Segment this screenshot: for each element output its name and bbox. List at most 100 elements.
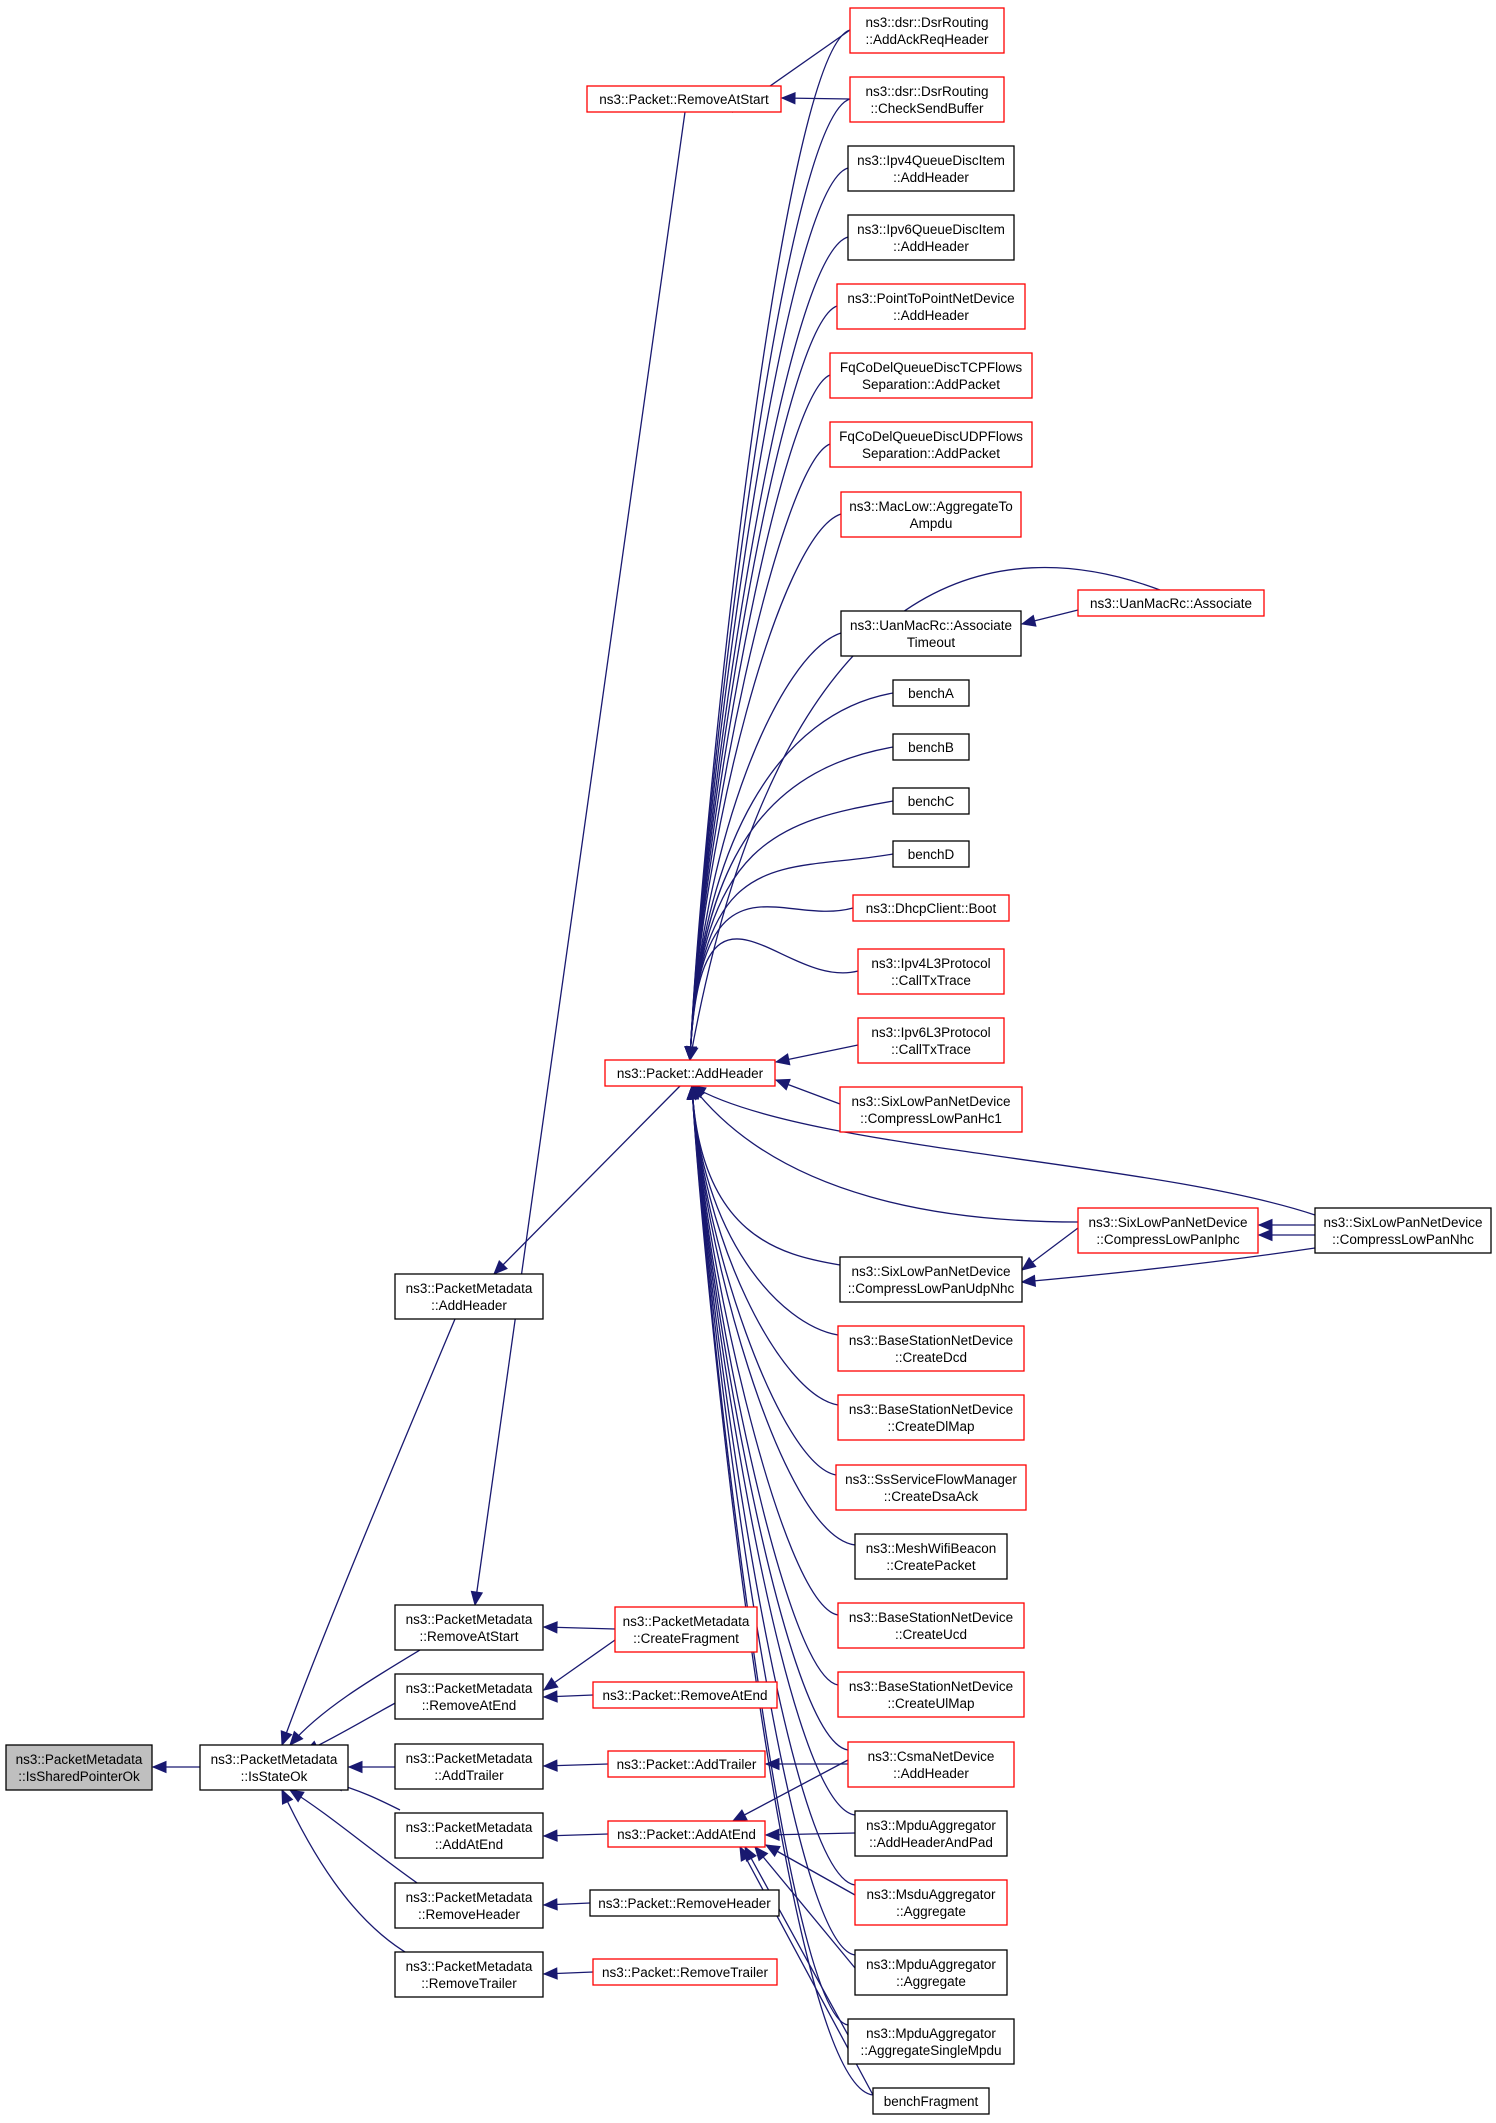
node-label: ns3::Packet::AddTrailer xyxy=(617,1757,757,1772)
arrowhead xyxy=(1257,1228,1273,1242)
node-label: ::RemoveHeader xyxy=(418,1907,521,1922)
node-msdu-agg[interactable]: ns3::MsduAggregator::Aggregate xyxy=(854,1879,1008,1926)
node-box xyxy=(892,733,970,761)
node-dhcp[interactable]: ns3::DhcpClient::Boot xyxy=(852,894,1010,922)
node-bench-c[interactable]: benchC xyxy=(892,787,970,815)
node-label: ns3::Ipv4QueueDiscItem xyxy=(857,153,1005,168)
node-bs-ucd[interactable]: ns3::BaseStationNetDevice::CreateUcd xyxy=(837,1602,1025,1649)
node-label: ns3::dsr::DsrRouting xyxy=(865,84,988,99)
node-hc1[interactable]: ns3::SixLowPanNetDevice::CompressLowPanH… xyxy=(839,1086,1023,1133)
node-nhc[interactable]: ns3::SixLowPanNetDevice::CompressLowPanN… xyxy=(1314,1207,1492,1254)
node-udpnhc[interactable]: ns3::SixLowPanNetDevice::CompressLowPanU… xyxy=(839,1256,1023,1303)
node-label: ::AddHeader xyxy=(893,170,969,185)
node-iphc[interactable]: ns3::SixLowPanNetDevice::CompressLowPanI… xyxy=(1077,1207,1259,1254)
node-label: ns3::PacketMetadata xyxy=(16,1752,143,1767)
node-label: ::CreateUcd xyxy=(895,1627,967,1642)
node-label: ::CreatePacket xyxy=(886,1558,976,1573)
node-label: ::CompressLowPanUdpNhc xyxy=(848,1281,1015,1296)
node-label: Ampdu xyxy=(910,516,953,531)
node-ipv4l3[interactable]: ns3::Ipv4L3Protocol::CallTxTrace xyxy=(857,948,1005,995)
node-pm-add-at-end[interactable]: ns3::PacketMetadata::AddAtEnd xyxy=(394,1812,544,1859)
node-pm-add-header[interactable]: ns3::PacketMetadata::AddHeader xyxy=(394,1273,544,1320)
node-bs-ulmap[interactable]: ns3::BaseStationNetDevice::CreateUlMap xyxy=(837,1671,1025,1718)
node-p-add-header[interactable]: ns3::Packet::AddHeader xyxy=(604,1059,776,1087)
node-mpdu-single[interactable]: ns3::MpduAggregator::AggregateSingleMpdu xyxy=(847,2018,1015,2065)
node-label: benchD xyxy=(908,847,955,862)
arrowhead xyxy=(493,1260,508,1275)
node-pm-remove-header[interactable]: ns3::PacketMetadata::RemoveHeader xyxy=(394,1882,544,1929)
node-mesh[interactable]: ns3::MeshWifiBeacon::CreatePacket xyxy=(854,1533,1008,1580)
node-label: Timeout xyxy=(907,635,956,650)
node-pm-add-trailer[interactable]: ns3::PacketMetadata::AddTrailer xyxy=(394,1743,544,1790)
node-ipv6qdi[interactable]: ns3::Ipv6QueueDiscItem::AddHeader xyxy=(847,214,1015,261)
arrowhead xyxy=(764,1757,780,1771)
node-bench-frag[interactable]: benchFragment xyxy=(872,2087,990,2115)
node-label: ns3::Ipv6QueueDiscItem xyxy=(857,222,1005,237)
arrowhead xyxy=(542,1898,558,1911)
node-p-add-trailer[interactable]: ns3::Packet::AddTrailer xyxy=(607,1750,766,1778)
node-bench-a[interactable]: benchA xyxy=(892,679,970,707)
node-box xyxy=(847,2018,1015,2065)
node-label: ::AddHeaderAndPad xyxy=(869,1835,993,1850)
node-fq-udp[interactable]: FqCoDelQueueDiscUDPFlowsSeparation::AddP… xyxy=(829,421,1033,468)
node-dsr-ackreq[interactable]: ns3::dsr::DsrRouting::AddAckReqHeader xyxy=(849,7,1005,54)
node-label: ns3::MacLow::AggregateTo xyxy=(849,499,1013,514)
node-box xyxy=(854,1949,1008,1996)
node-label: ::AddHeader xyxy=(893,1766,969,1781)
node-ipv6l3[interactable]: ns3::Ipv6L3Protocol::CallTxTrace xyxy=(857,1017,1005,1064)
node-p2p[interactable]: ns3::PointToPointNetDevice::AddHeader xyxy=(836,283,1026,330)
node-box xyxy=(829,421,1033,468)
node-p-remove-trailer[interactable]: ns3::Packet::RemoveTrailer xyxy=(592,1958,778,1986)
node-ss-dsa[interactable]: ns3::SsServiceFlowManager::CreateDsaAck xyxy=(835,1464,1027,1511)
arrowhead xyxy=(542,1677,559,1691)
node-label: benchB xyxy=(908,740,954,755)
node-box xyxy=(592,1958,778,1986)
node-box xyxy=(394,1951,544,1998)
node-p-add-at-end[interactable]: ns3::Packet::AddAtEnd xyxy=(607,1820,766,1848)
node-fq-tcp[interactable]: FqCoDelQueueDiscTCPFlowsSeparation::AddP… xyxy=(829,352,1033,399)
node-box xyxy=(847,214,1015,261)
node-bench-d[interactable]: benchD xyxy=(892,840,970,868)
node-bs-dlmap[interactable]: ns3::BaseStationNetDevice::CreateDlMap xyxy=(837,1394,1025,1441)
node-ipv4qdi[interactable]: ns3::Ipv4QueueDiscItem::AddHeader xyxy=(847,145,1015,192)
node-label: ::AggregateSingleMpdu xyxy=(860,2043,1001,2058)
call-edge xyxy=(689,513,842,1061)
node-label: ::CompressLowPanIphc xyxy=(1096,1232,1240,1247)
node-csma[interactable]: ns3::CsmaNetDevice::AddHeader xyxy=(847,1741,1015,1788)
node-mpdu-agg[interactable]: ns3::MpduAggregator::Aggregate xyxy=(854,1949,1008,1996)
node-label: FqCoDelQueueDiscTCPFlows xyxy=(840,360,1023,375)
node-box xyxy=(589,1889,780,1917)
node-is-state[interactable]: ns3::PacketMetadata::IsStateOk xyxy=(199,1744,349,1791)
node-pm-create-fragment[interactable]: ns3::PacketMetadata::CreateFragment xyxy=(614,1606,758,1653)
arrowhead xyxy=(1020,1256,1037,1271)
node-box xyxy=(394,1812,544,1859)
arrowhead xyxy=(347,1760,363,1774)
call-edge xyxy=(691,1085,874,2096)
node-pm-remove-at-end[interactable]: ns3::PacketMetadata::RemoveAtEnd xyxy=(394,1673,544,1720)
arrowhead xyxy=(542,1829,558,1842)
call-edge xyxy=(689,167,849,1061)
node-box xyxy=(872,2087,990,2115)
node-label: ns3::MpduAggregator xyxy=(866,2026,996,2041)
node-mpdu-pad[interactable]: ns3::MpduAggregator::AddHeaderAndPad xyxy=(854,1810,1008,1857)
node-label: Separation::AddPacket xyxy=(862,446,1000,461)
arrowhead xyxy=(774,1053,791,1066)
node-p-remove-header[interactable]: ns3::Packet::RemoveHeader xyxy=(589,1889,780,1917)
node-bench-b[interactable]: benchB xyxy=(892,733,970,761)
node-pm-remove-at-start[interactable]: ns3::PacketMetadata::RemoveAtStart xyxy=(394,1604,544,1651)
node-p-remove-at-end[interactable]: ns3::Packet::RemoveAtEnd xyxy=(592,1681,778,1709)
node-bs-dcd[interactable]: ns3::BaseStationNetDevice::CreateDcd xyxy=(837,1325,1025,1372)
node-dsr-check[interactable]: ns3::dsr::DsrRouting::CheckSendBuffer xyxy=(849,76,1005,123)
call-edge xyxy=(691,1085,856,1546)
node-p-remove-at-start[interactable]: ns3::Packet::RemoveAtStart xyxy=(586,85,782,113)
node-label: ::AddHeader xyxy=(431,1298,507,1313)
node-box xyxy=(854,1810,1008,1857)
node-uan-assoc[interactable]: ns3::UanMacRc::Associate xyxy=(1077,589,1265,617)
call-edge xyxy=(691,1085,839,1686)
node-is-shared[interactable]: ns3::PacketMetadata::IsSharedPointerOk xyxy=(5,1744,153,1791)
node-label: ::CreateFragment xyxy=(633,1631,739,1646)
node-label: ns3::Ipv6L3Protocol xyxy=(871,1025,990,1040)
node-pm-remove-trailer[interactable]: ns3::PacketMetadata::RemoveTrailer xyxy=(394,1951,544,1998)
